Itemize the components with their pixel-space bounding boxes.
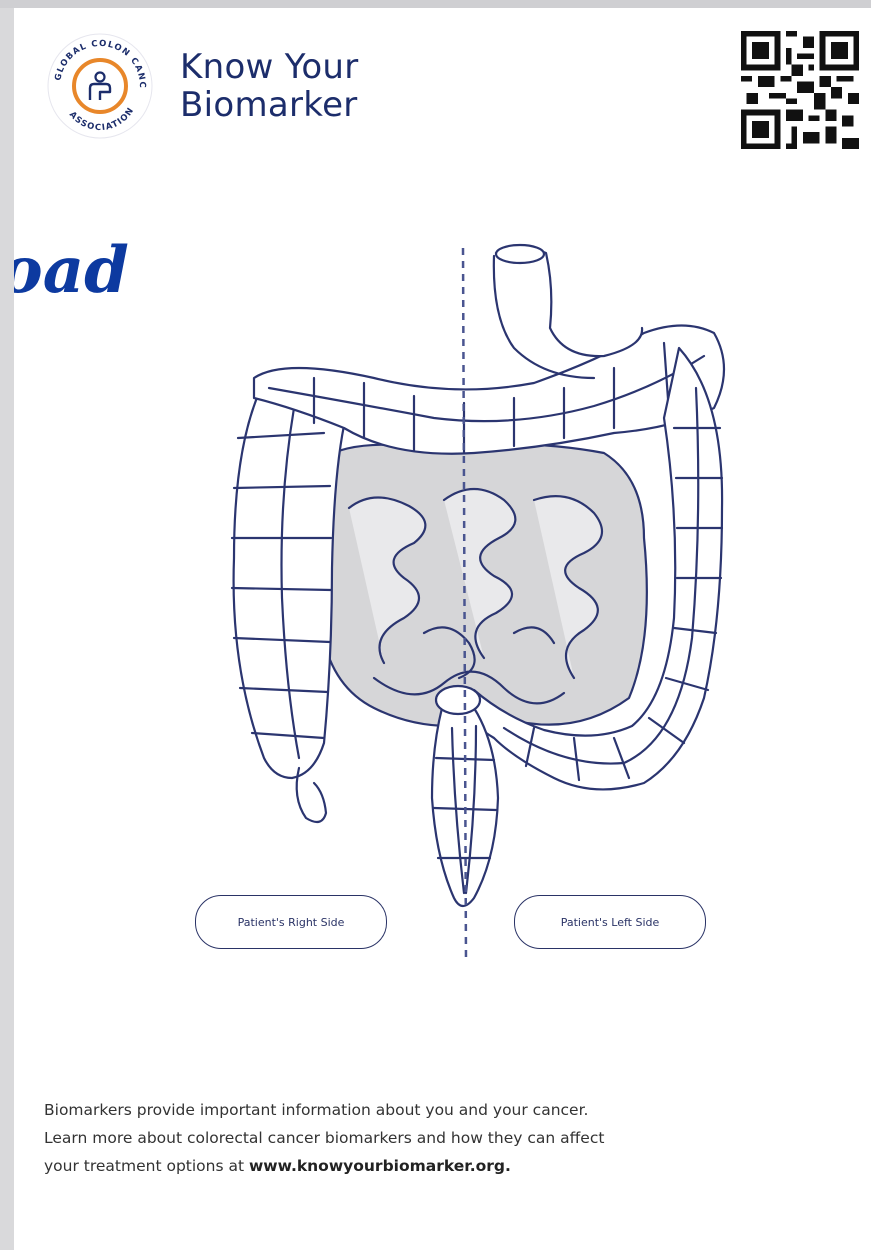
website-link[interactable]: www.knowyourbiomarker.org. bbox=[249, 1157, 511, 1175]
footer-line-2: Learn more about colorectal cancer bioma… bbox=[44, 1124, 804, 1152]
poster-page: GLOBAL COLON CANCER ASSOCIATION Know You… bbox=[14, 8, 871, 1250]
qr-code-icon[interactable] bbox=[741, 30, 859, 150]
cropped-headline: oad bbox=[14, 236, 129, 306]
top-edge bbox=[0, 0, 871, 8]
footer-line-3: your treatment options at www.knowyourbi… bbox=[44, 1152, 804, 1180]
gcca-logo-icon: GLOBAL COLON CANCER ASSOCIATION bbox=[44, 30, 156, 142]
patient-right-side-label: Patient's Right Side bbox=[195, 895, 387, 949]
brand-name: Know Your Biomarker bbox=[180, 48, 359, 124]
brand-line-1: Know Your bbox=[180, 48, 359, 86]
footer-line-1: Biomarkers provide important information… bbox=[44, 1096, 804, 1124]
footer-text: Biomarkers provide important information… bbox=[44, 1096, 804, 1180]
patient-left-side-label: Patient's Left Side bbox=[514, 895, 706, 949]
footer-line-3-prefix: your treatment options at bbox=[44, 1157, 249, 1175]
brand-line-2: Biomarker bbox=[180, 86, 359, 124]
colon-anatomy-illustration bbox=[174, 238, 734, 978]
